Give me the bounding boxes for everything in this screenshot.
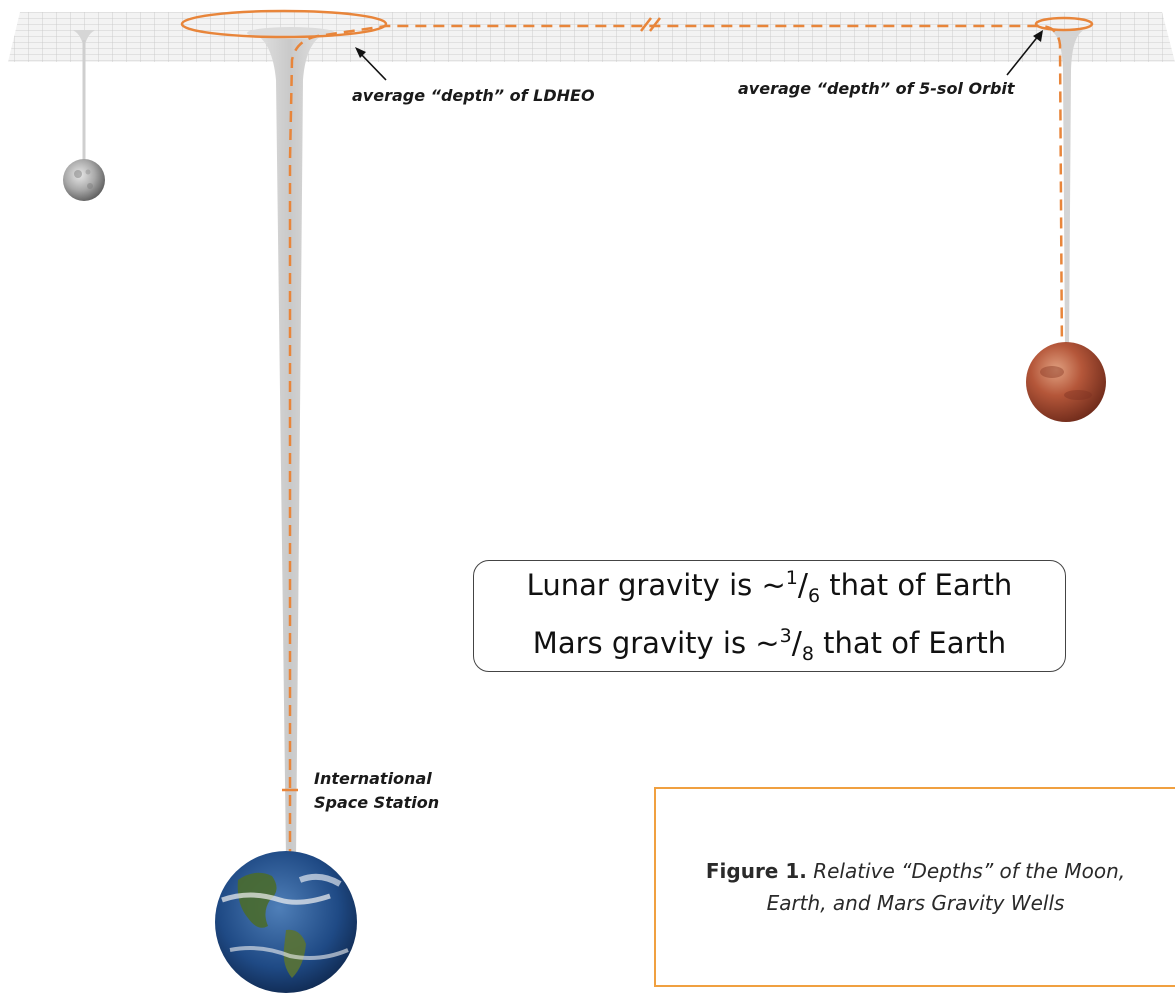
transfer-path	[288, 24, 1064, 860]
moon-gravity-well	[72, 30, 96, 160]
spacetime-grid	[8, 12, 1175, 62]
ldheo-arrow	[355, 47, 387, 81]
lunar-gravity-line: Lunar gravity is ~1/6 that of Earth	[527, 558, 1013, 616]
iss-label-line2: Space Station	[314, 793, 440, 812]
earth-icon	[215, 851, 357, 993]
five-sol-orbit-label: average “depth” of 5-sol Orbit	[738, 79, 1015, 98]
mars-fraction: 3/8	[779, 625, 814, 665]
iss-label-line1: International	[314, 769, 432, 788]
caption-line1: Figure 1. Relative “Depths” of the Moon,	[706, 855, 1125, 887]
mars-gravity-line: Mars gravity is ~3/8 that of Earth	[533, 616, 1006, 674]
five-sol-orbit-ring	[1034, 16, 1094, 32]
lunar-fraction: 1/6	[785, 567, 821, 607]
caption-text-line1: Relative “Depths” of the Moon,	[813, 859, 1126, 883]
five-sol-arrow	[1006, 30, 1043, 76]
caption-figure-number: Figure 1.	[705, 859, 807, 883]
lunar-denominator: 6	[807, 585, 821, 607]
figure-caption: Figure 1. Relative “Depths” of the Moon,…	[654, 787, 1175, 987]
moon-icon	[63, 159, 105, 201]
lunar-prefix: Lunar gravity is ~	[526, 568, 786, 602]
gravity-ratio-box: Lunar gravity is ~1/6 that of Earth Mars…	[473, 560, 1066, 672]
mars-denominator: 8	[801, 643, 814, 665]
caption-line2: Earth, and Mars Gravity Wells	[767, 887, 1065, 919]
lunar-numerator: 1	[785, 567, 798, 589]
mars-numerator: 3	[779, 625, 792, 647]
path-break-mark	[640, 17, 661, 32]
ldheo-label: average “depth” of LDHEO	[352, 86, 595, 105]
iss-label: International Space Station	[314, 767, 439, 815]
mars-gravity-well	[1050, 30, 1084, 350]
mars-suffix: that of Earth	[813, 626, 1007, 660]
mars-prefix: Mars gravity is ~	[532, 626, 780, 660]
ldheo-orbit-ring	[180, 9, 388, 39]
lunar-suffix: that of Earth	[820, 568, 1013, 602]
caption-text-line2: Earth, and Mars Gravity Wells	[766, 891, 1065, 915]
mars-icon	[1026, 342, 1106, 422]
